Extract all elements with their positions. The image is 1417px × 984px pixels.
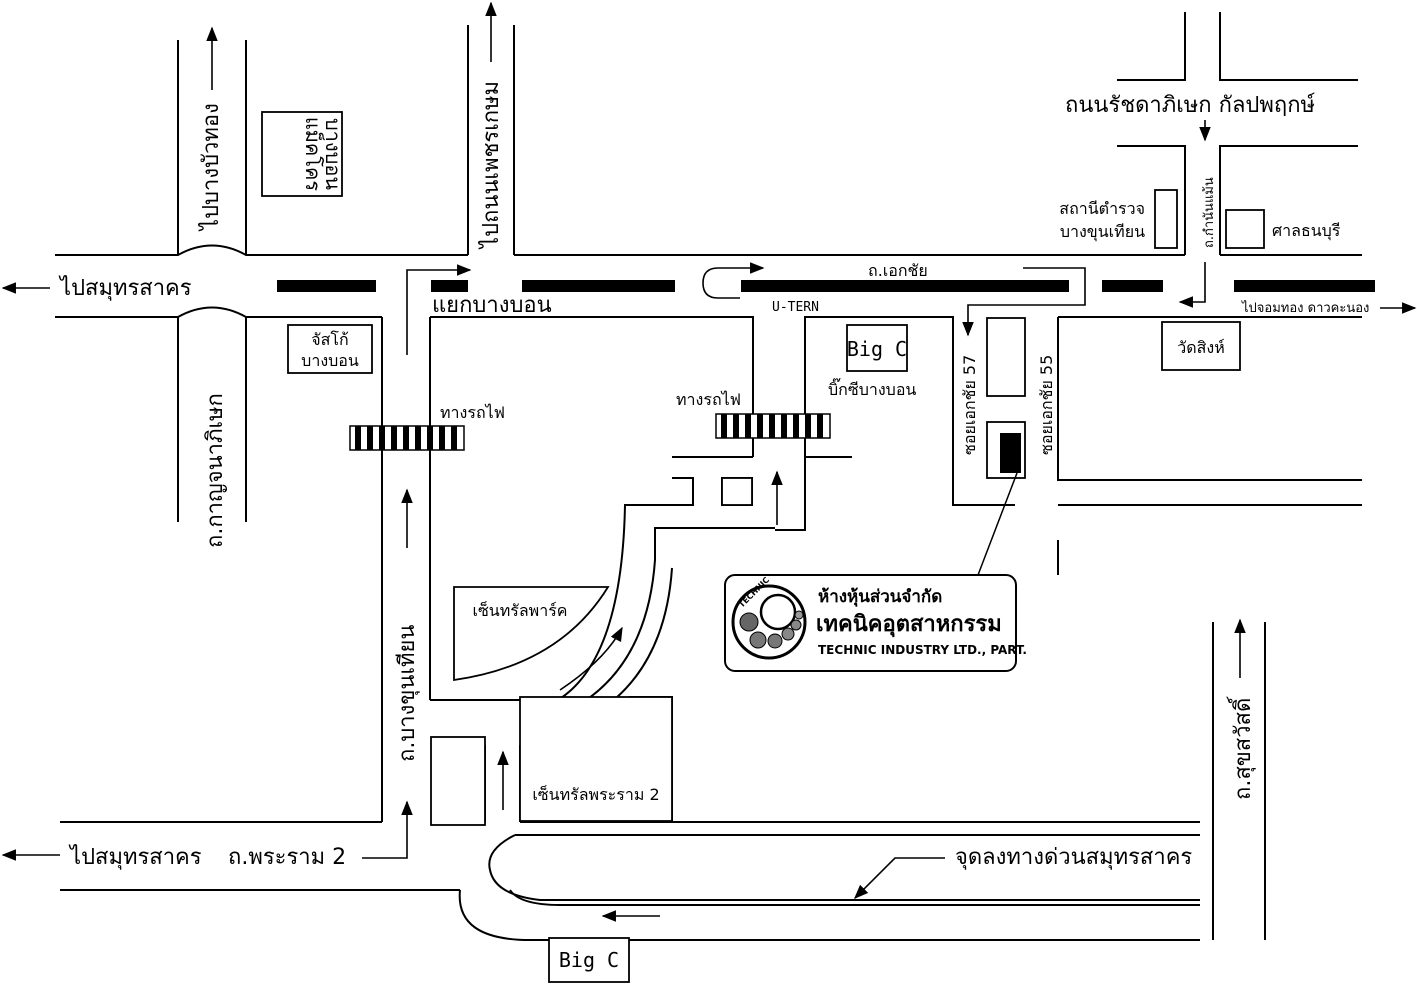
suksawat-rd: ถ.สุขสวัสดิ์ [1227,695,1256,800]
direction-arrows [1,1,1417,922]
jusco-box: จัสโก้ บางบอน [287,324,373,374]
bigc-bangbon-label: บิ๊กซีบางบอน [828,378,916,399]
bigc-top-label: Big C [847,337,907,361]
makro-label-1: แม็คโคร [301,117,326,192]
makro-label-2: บางบอน [321,118,345,190]
u-turn-label: U-TERN [772,300,819,315]
bang-khun-thian-rd: ถ.บางขุนเทียน [395,625,420,762]
police-label-2: บางขุนเทียน [1060,222,1145,242]
company-logo: TECHNIC [731,575,807,660]
to-samut-sakhon-bottom: ไปสมุทรสาคร [68,844,202,870]
road-median [277,280,1375,292]
central-park-area: เซ็นทรัลพาร์ค [453,586,610,682]
company-callout: TECHNIC ห้างหุ้นส่วนจำกัด เทคนิคอุตสาหกร… [724,574,1027,672]
ekkachai-rd: ถ.เอกชัย [868,261,928,280]
expressway-exit: จุดลงทางด่วนสมุทรสาคร [955,845,1192,870]
road-network [55,12,1362,941]
soi-ekkachai-55: ซอยเอกชัย 55 [1037,355,1056,455]
soi-buildings [986,317,1026,479]
railway-crossing-right [715,413,831,439]
jusco-label-2: บางบอน [301,351,359,370]
bigc-top-box: Big C [846,324,908,372]
central-rama2-area: เซ็นทรัลพระราม 2 [519,696,673,822]
kanchanaphisek-rd: ถ.กาญจนาภิเษก [203,393,228,548]
police-station: สถานีตำรวจ บางขุนเทียน [1059,189,1178,249]
bigc-bottom-box: Big C [548,937,630,983]
railway-crossing-left [349,425,465,451]
makro-box: แม็คโคร บางบอน [261,111,345,197]
callout-pointer [977,472,1018,576]
jusco-label-1: จัสโก้ [311,330,348,349]
to-chom-thong: ไปจอมทอง ดาวคะนอง [1241,300,1369,316]
kamnan-maen-rd: ถ.กำนันแม้น [1202,177,1217,248]
court-label: ศาลธนบุรี [1272,221,1341,241]
ratchadaphisek-rd: ถนนรัชดาภิเษก กัลปพฤกษ์ [1065,93,1316,118]
railway-label-left: ทางรถไฟ [440,403,505,422]
soi-ekkachai-57: ซอยเอกชัย 57 [960,355,979,455]
company-name-en: TECHNIC INDUSTRY LTD., PART. [818,643,1027,657]
bigc-bottom-label: Big C [559,948,619,972]
to-phet-kasem: ไปถนนเพชรเกษม [478,81,504,250]
company-name-th: เทคนิคอุตสาหกรรม [816,612,1002,638]
company-type: ห้างหุ้นส่วนจำกัด [818,587,942,607]
police-label-1: สถานีตำรวจ [1059,199,1145,218]
wat-sing-box: วัดสิงห์ [1161,321,1241,371]
bangbon-junction: แยกบางบอน [432,293,552,318]
railway-label-right: ทางรถไฟ [676,390,741,409]
central-park-label: เซ็นทรัลพาร์ค [472,600,567,620]
wat-sing-label: วัดสิงห์ [1177,338,1225,357]
building-bkt [430,736,486,826]
court-box: ศาลธนบุรี [1225,209,1341,249]
to-bang-bua-thong: ไปบางบัวทอง [198,103,224,232]
railway-junction-box [721,477,753,506]
road-labels: ไปสมุทรสาคร ไปบางบัวทอง ไปถนนเพชรเกษม ถ.… [58,81,1369,870]
rama2-rd: ถ.พระราม 2 [228,845,346,870]
central-rama2-label: เซ็นทรัลพระราม 2 [532,784,659,804]
to-samut-sakhon-top: ไปสมุทรสาคร [58,275,192,301]
